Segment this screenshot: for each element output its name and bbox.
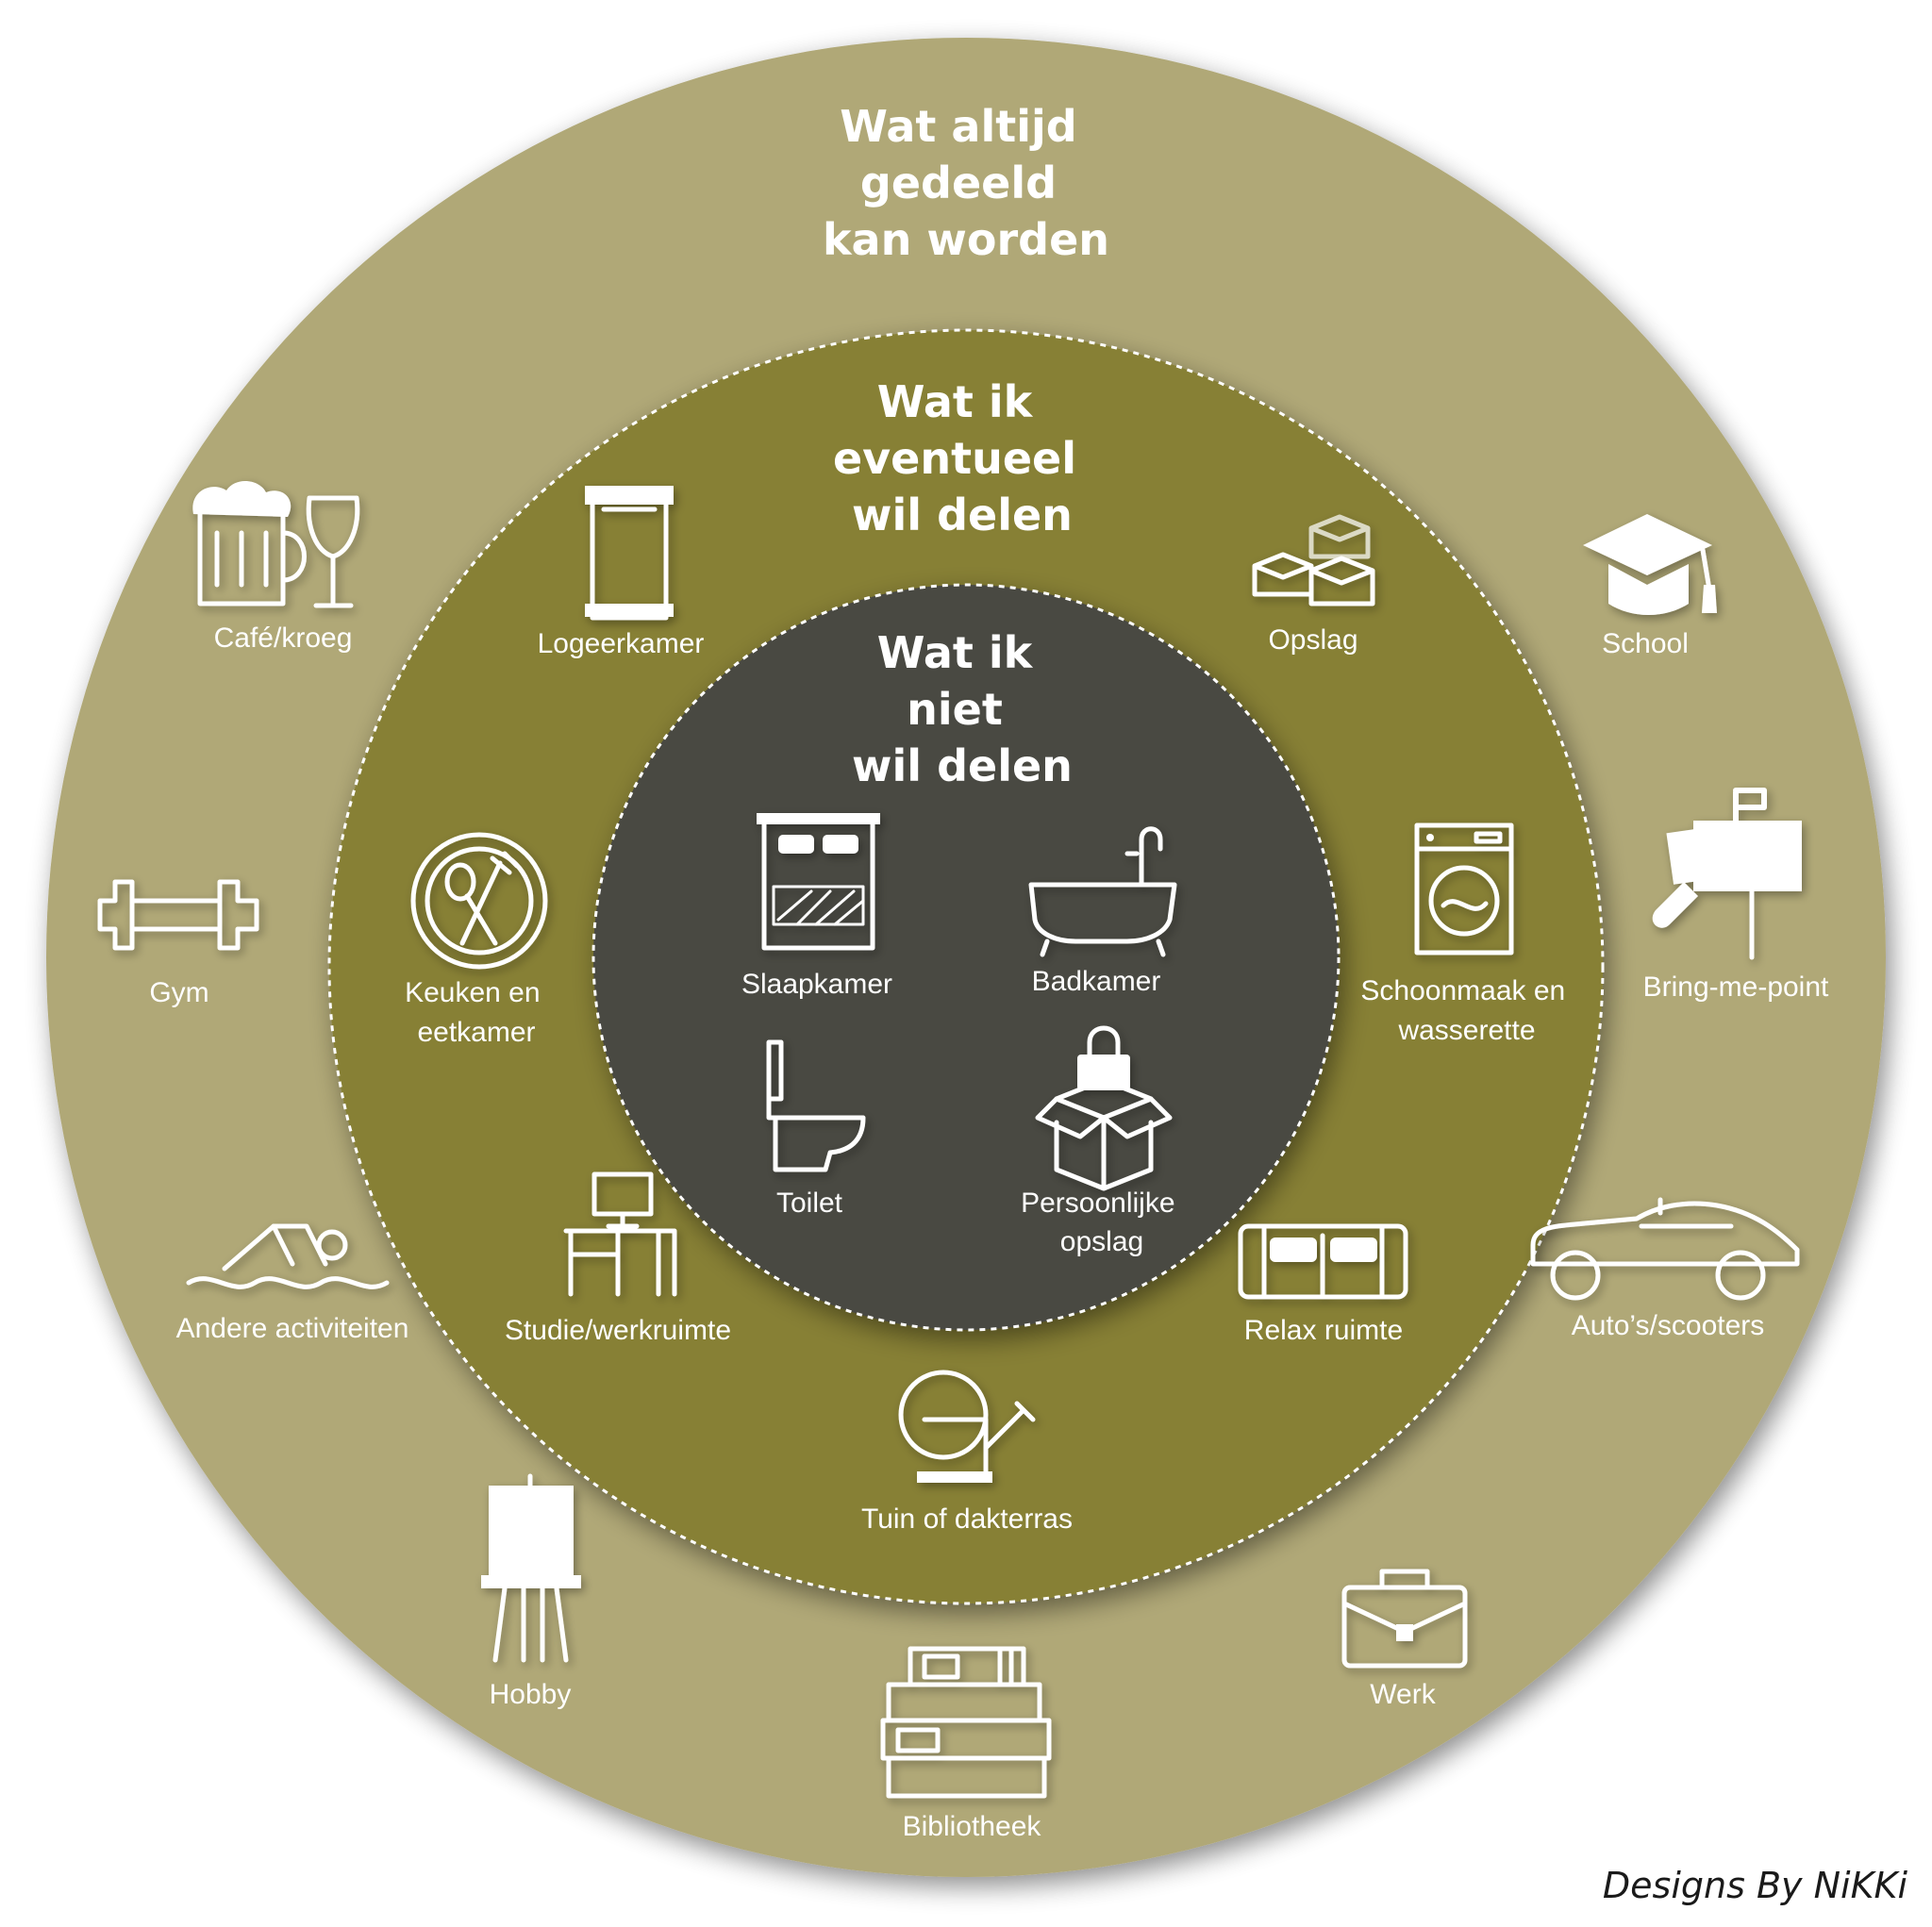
item-label: Persoonlijke opslag [1021, 1188, 1183, 1257]
item-label: Auto’s/scooters [1572, 1310, 1765, 1341]
middle-heading: Wat ik eventueel wil delen [833, 376, 1091, 540]
beer-wine-icon [192, 481, 360, 608]
item-toilet: Toilet [766, 1039, 866, 1219]
toilet-icon [766, 1039, 866, 1172]
item-tuin-dakterras: Tuin of dakterras [861, 1370, 1073, 1535]
item-label: Tuin of dakterras [861, 1503, 1073, 1535]
easel-icon [481, 1473, 581, 1663]
bed-icon [757, 813, 880, 951]
item-werk: Werk [1341, 1569, 1468, 1710]
item-opslag: Opslag [1252, 514, 1375, 656]
item-label: Schoonmaak en wasserette [1360, 975, 1573, 1046]
item-persoonlijke-opslag: Persoonlijke opslag [1021, 1025, 1183, 1257]
item-label: Hobby [490, 1679, 572, 1710]
car-icon [1530, 1197, 1800, 1301]
mailbox-icon [1652, 788, 1802, 960]
outer-heading: Wat altijd gedeeld kan worden [823, 101, 1109, 265]
item-label: Bring-me-point [1643, 972, 1829, 1003]
locked-box-icon [1035, 1025, 1173, 1191]
item-andere-activiteiten: Andere activiteiten [176, 1223, 409, 1344]
inner-ring-border [591, 583, 1341, 1332]
item-label: Café/kroeg [214, 623, 353, 654]
washing-machine-icon [1414, 822, 1514, 955]
briefcase-icon [1341, 1569, 1468, 1669]
middle-ring-border [327, 328, 1605, 1605]
item-bibliotheek: Bibliotheek [880, 1646, 1052, 1842]
bathtub-icon [1028, 826, 1177, 957]
item-logeerkamer: Logeerkamer [538, 486, 705, 659]
item-bring-me-point: Bring-me-point [1643, 788, 1829, 1003]
item-label: Opslag [1268, 624, 1357, 656]
item-autos-scooters: Auto’s/scooters [1530, 1197, 1800, 1341]
item-label: Badkamer [1032, 966, 1161, 997]
item-keuken-eetkamer: Keuken en eetkamer [405, 832, 548, 1048]
item-label: Studie/werkruimte [505, 1315, 731, 1346]
item-label: Bibliotheek [903, 1811, 1042, 1842]
item-label: Werk [1370, 1679, 1436, 1710]
item-label: Slaapkamer [741, 969, 892, 1000]
item-studie-werkruimte: Studie/werkruimte [505, 1171, 731, 1346]
item-slaapkamer: Slaapkamer [741, 813, 892, 1000]
books-icon [880, 1646, 1052, 1799]
dumbbell-icon [97, 879, 259, 951]
item-label: Andere activiteiten [176, 1313, 409, 1344]
item-label: Keuken en eetkamer [405, 977, 548, 1048]
plate-cutlery-icon [410, 832, 548, 970]
item-school: School [1583, 514, 1717, 659]
swimmer-icon [186, 1223, 390, 1289]
item-badkamer: Badkamer [1028, 826, 1177, 997]
item-label: Logeerkamer [538, 628, 705, 659]
item-label: Toilet [776, 1188, 843, 1219]
boxes-icon [1252, 514, 1375, 606]
signature: Designs By NiKKi [1603, 1865, 1908, 1906]
item-hobby: Hobby [481, 1473, 581, 1710]
item-label: School [1602, 628, 1689, 659]
watering-can-icon [898, 1370, 1036, 1483]
desk-computer-icon [563, 1171, 677, 1297]
item-label: Relax ruimte [1244, 1315, 1403, 1346]
sofa-icon [1238, 1223, 1408, 1300]
item-gym: Gym [97, 879, 259, 1008]
item-label: Gym [149, 977, 208, 1008]
item-schoonmaak-wasserette: Schoonmaak en wasserette [1360, 822, 1573, 1046]
guest-bed-icon [585, 486, 674, 621]
inner-heading: Wat ik niet wil delen [852, 627, 1073, 791]
item-relax-ruimte: Relax ruimte [1238, 1223, 1408, 1346]
graduation-cap-icon [1583, 514, 1717, 615]
item-cafe-kroeg: Café/kroeg [192, 481, 360, 654]
